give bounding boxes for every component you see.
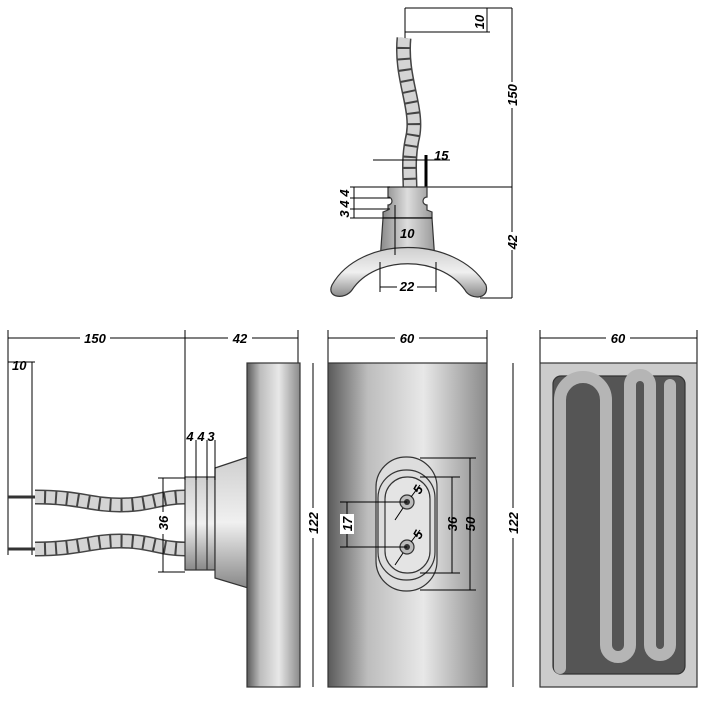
side-height-label: 122 [306,511,321,533]
side-step-c-label: 3 [207,429,215,444]
cable [395,37,422,189]
side-plate [246,362,301,688]
top-height-label: 42 [505,234,520,250]
front-inner-oval-label: 36 [445,516,460,531]
front-outer-oval-label: 50 [463,516,478,531]
side-pin-spacing-label: 36 [156,515,171,530]
front-view: 60 5 5 17 36 50 122 [327,330,521,688]
side-body-length-label: 42 [232,331,248,346]
top-wire-end-label: 10 [472,14,487,29]
side-step-b-label: 4 [196,429,205,444]
side-cable-length-label: 150 [84,331,106,346]
side-connector [184,476,216,571]
top-view: 10 150 42 15 4 4 3 10 [330,7,520,299]
front-height-label: 122 [506,511,521,533]
inner-oval [384,476,431,574]
top-step-a-label: 3 [337,210,352,218]
heating-element [554,369,676,674]
top-step-c-label: 4 [337,189,352,198]
top-neck-width-label: 10 [400,226,415,241]
crescent-plate [330,247,488,298]
back-width-label: 60 [611,331,626,346]
side-wire-end-label: 10 [12,358,27,373]
top-base-width-label: 22 [399,279,415,294]
front-width-label: 60 [400,331,415,346]
side-flange [214,456,249,589]
side-view: 150 42 10 4 4 3 36 122 [7,330,321,688]
back-view: 60 [539,330,698,688]
front-pin-pitch-label: 17 [340,516,355,531]
connector-head [382,186,433,219]
top-cable-length-label: 150 [505,83,520,105]
top-step-b-label: 4 [337,200,352,209]
side-step-a-label: 4 [185,429,194,444]
top-connector-width-label: 15 [434,148,449,163]
